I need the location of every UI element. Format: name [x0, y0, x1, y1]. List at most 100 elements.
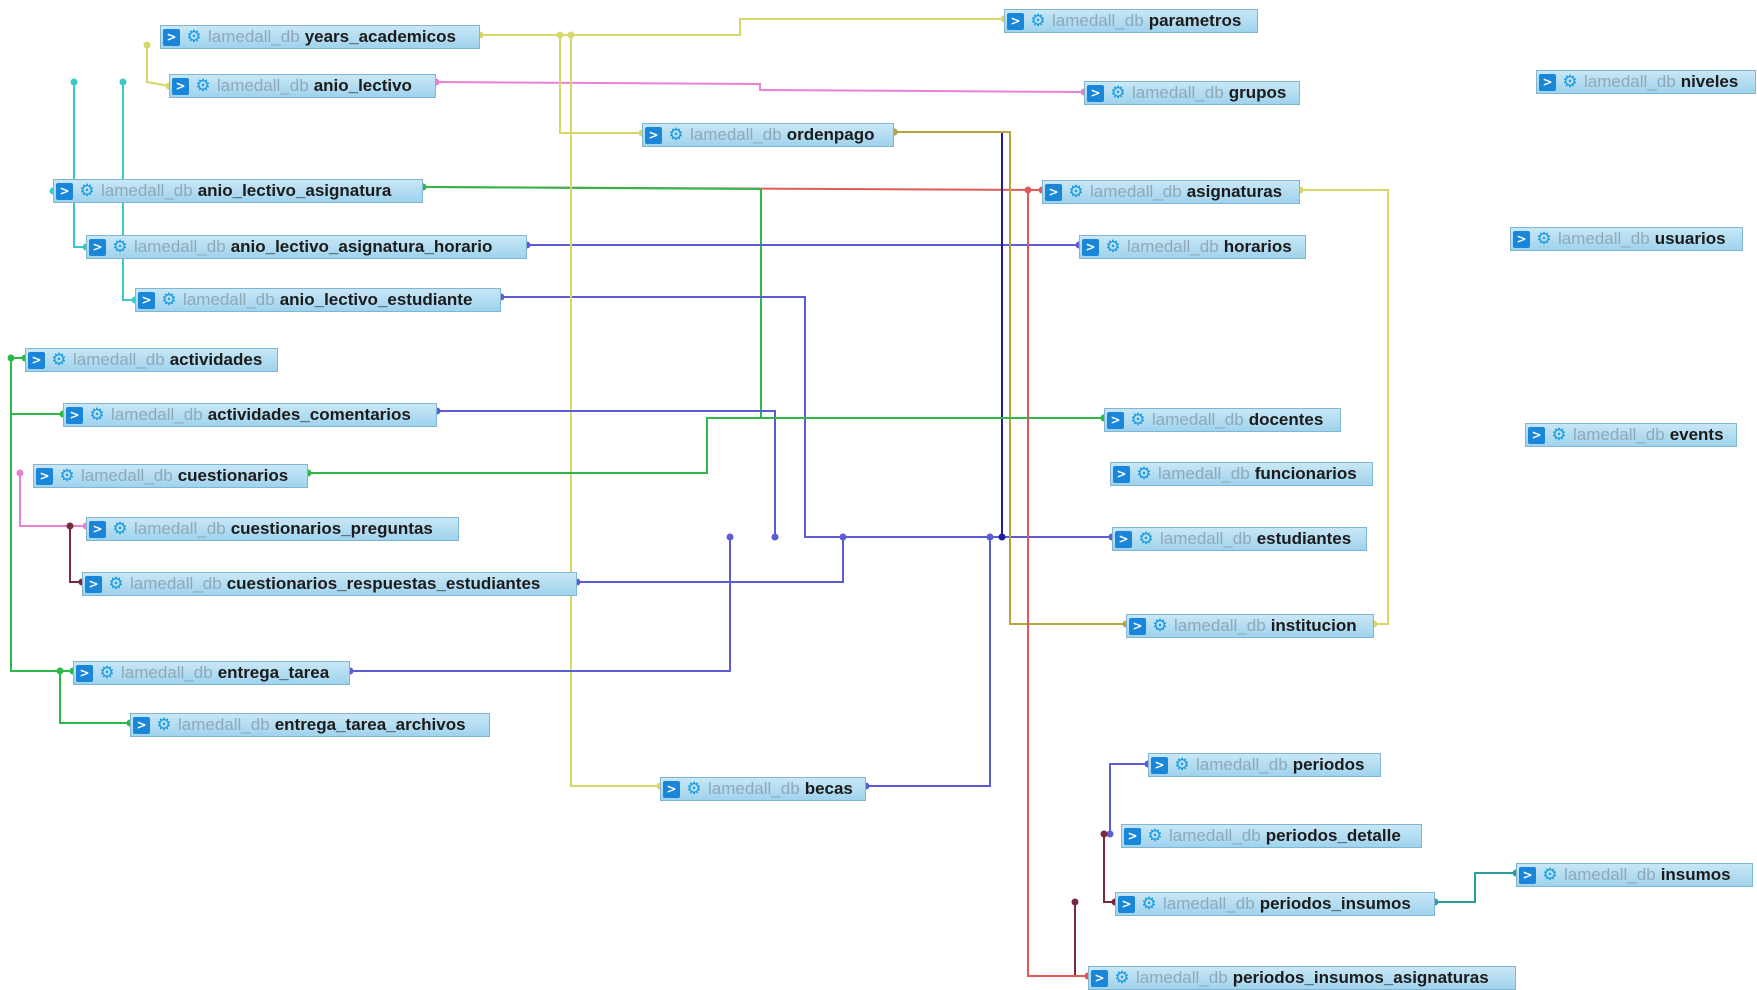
gear-icon[interactable]: ⚙: [186, 27, 202, 47]
expand-icon[interactable]: >: [66, 406, 83, 424]
gear-icon[interactable]: ⚙: [161, 290, 177, 310]
gear-icon[interactable]: ⚙: [668, 125, 684, 145]
expand-icon[interactable]: >: [56, 182, 73, 200]
gear-icon[interactable]: ⚙: [1110, 83, 1126, 103]
gear-icon[interactable]: ⚙: [1152, 616, 1168, 636]
gear-icon[interactable]: ⚙: [1536, 229, 1552, 249]
gear-icon[interactable]: ⚙: [1030, 11, 1046, 31]
gear-icon[interactable]: ⚙: [1174, 755, 1190, 775]
relation-endpoint: [998, 533, 1006, 541]
expand-icon[interactable]: >: [1091, 969, 1108, 987]
gear-icon[interactable]: ⚙: [156, 715, 172, 735]
gear-icon[interactable]: ⚙: [1130, 410, 1146, 430]
expand-icon[interactable]: >: [1519, 866, 1536, 884]
gear-icon[interactable]: ⚙: [1105, 237, 1121, 257]
expand-icon[interactable]: >: [1513, 230, 1530, 248]
gear-icon[interactable]: ⚙: [112, 237, 128, 257]
table-name: actividades: [169, 350, 263, 369]
gear-icon[interactable]: ⚙: [59, 466, 75, 486]
expand-icon[interactable]: >: [1539, 73, 1556, 91]
gear-icon[interactable]: ⚙: [1068, 182, 1084, 202]
expand-icon[interactable]: >: [28, 351, 45, 369]
expand-icon[interactable]: >: [1045, 183, 1062, 201]
schema-label: lamedall_db: [73, 350, 165, 369]
gear-icon[interactable]: ⚙: [1147, 826, 1163, 846]
relation-line-parametros-to-years-academicos: [480, 18, 1004, 36]
expand-icon[interactable]: >: [36, 467, 53, 485]
gear-icon[interactable]: ⚙: [51, 350, 67, 370]
expand-icon[interactable]: >: [133, 716, 150, 734]
gear-icon[interactable]: ⚙: [99, 663, 115, 683]
expand-icon[interactable]: >: [163, 28, 180, 46]
expand-icon[interactable]: >: [1129, 617, 1146, 635]
expand-icon[interactable]: >: [1528, 426, 1545, 444]
expand-icon[interactable]: >: [1115, 530, 1132, 548]
expand-icon[interactable]: >: [1082, 238, 1099, 256]
relation-line-becas-to-years-academicos: [570, 35, 660, 787]
gear-icon[interactable]: ⚙: [1138, 529, 1154, 549]
gear-icon[interactable]: ⚙: [1562, 72, 1578, 92]
gear-icon[interactable]: ⚙: [1136, 464, 1152, 484]
relation-line-cuestionarios-to-docentes: [308, 417, 1104, 474]
relation-line-entrega-tarea-to-actividades: [10, 358, 73, 672]
table-name: asignaturas: [1186, 182, 1283, 201]
gear-icon[interactable]: ⚙: [108, 574, 124, 594]
expand-icon[interactable]: >: [1113, 465, 1130, 483]
gear-icon[interactable]: ⚙: [1141, 894, 1157, 914]
expand-icon[interactable]: >: [645, 126, 662, 144]
expand-icon[interactable]: >: [76, 664, 93, 682]
gear-icon[interactable]: ⚙: [195, 76, 211, 96]
expand-icon[interactable]: >: [138, 291, 155, 309]
expand-icon[interactable]: >: [85, 575, 102, 593]
expand-icon[interactable]: >: [1151, 756, 1168, 774]
expand-icon[interactable]: >: [663, 780, 680, 798]
expand-icon[interactable]: >: [1107, 411, 1124, 429]
expand-icon[interactable]: >: [1118, 895, 1135, 913]
gear-icon[interactable]: ⚙: [112, 519, 128, 539]
expand-icon[interactable]: >: [1007, 12, 1024, 30]
gear-icon[interactable]: ⚙: [1542, 865, 1558, 885]
expand-icon[interactable]: >: [1124, 827, 1141, 845]
expand-icon[interactable]: >: [172, 77, 189, 95]
gear-icon[interactable]: ⚙: [79, 181, 95, 201]
expand-icon[interactable]: >: [89, 238, 106, 256]
expand-icon[interactable]: >: [1087, 84, 1104, 102]
schema-label: lamedall_db: [1169, 826, 1261, 845]
gear-icon[interactable]: ⚙: [1551, 425, 1567, 445]
expand-icon[interactable]: >: [89, 520, 106, 538]
gear-icon[interactable]: ⚙: [1114, 968, 1130, 988]
gear-icon[interactable]: ⚙: [89, 405, 105, 425]
gear-icon[interactable]: ⚙: [686, 779, 702, 799]
